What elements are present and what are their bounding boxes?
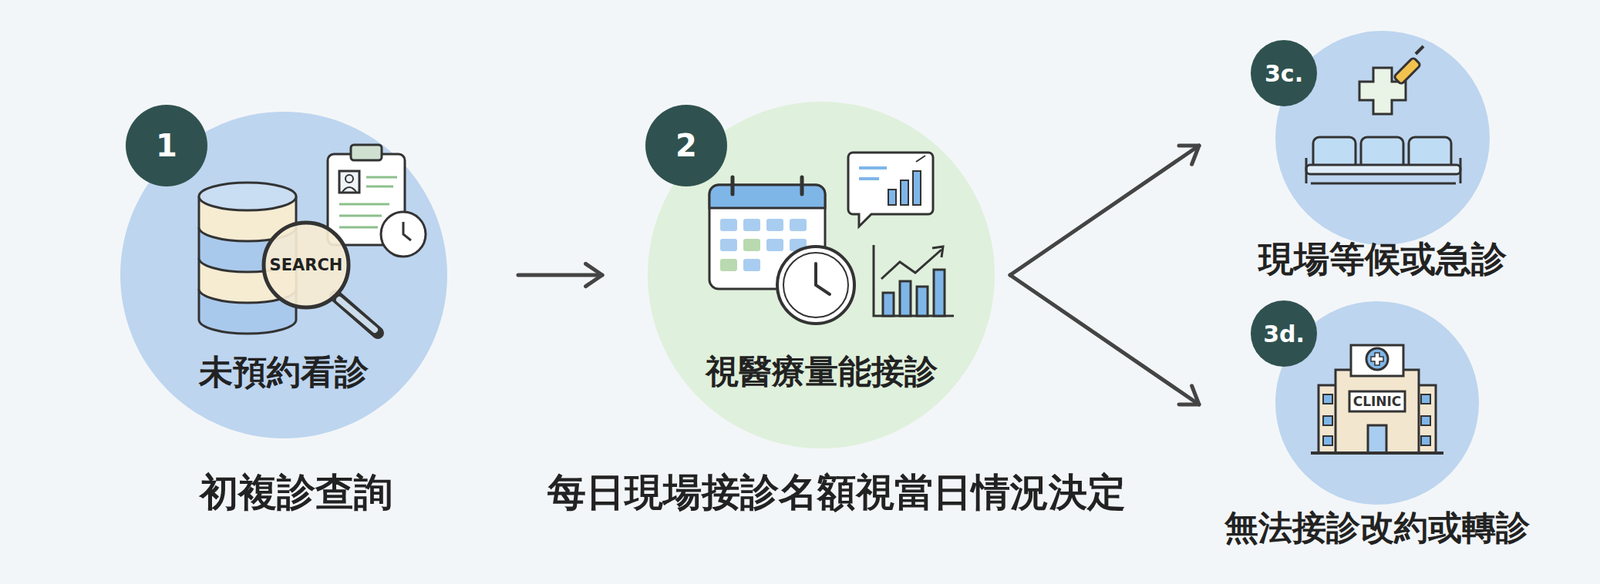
stage-caption: 初複診查詢 xyxy=(199,467,393,519)
callout-number: 2 xyxy=(675,128,698,164)
clinic-building-icon xyxy=(1310,345,1444,454)
flow-arrow xyxy=(1010,145,1200,276)
badge-circle xyxy=(1250,40,1318,107)
callout-number: 1 xyxy=(155,128,178,164)
medical-cross-icon xyxy=(1359,46,1424,115)
clock-icon xyxy=(777,246,855,324)
callout-number: 3c. xyxy=(1264,60,1304,88)
stage-caption: 每日現場接診名額視當日情況決定 xyxy=(547,467,1126,519)
bar-chart-icon xyxy=(873,245,954,317)
badge-circle xyxy=(645,104,728,187)
icon-text: CLINIC xyxy=(1353,394,1402,410)
node-text: 未預約看診 xyxy=(198,350,369,396)
magnifier-icon xyxy=(263,222,378,334)
node-text: 視醫療量能接診 xyxy=(705,350,938,395)
icon-text: SEARCH xyxy=(269,256,344,275)
waiting-chairs-icon xyxy=(1306,137,1461,184)
chart-bubble-icon xyxy=(848,152,934,227)
badge-circle xyxy=(125,104,208,187)
node-text: 無法接診改約或轉診 xyxy=(1224,505,1530,552)
flow-arrow xyxy=(518,263,603,287)
callout-number: 3d. xyxy=(1263,320,1305,348)
flow-arrow xyxy=(1010,275,1200,405)
node-text: 現場等候或急診 xyxy=(1258,235,1507,284)
badge-circle xyxy=(1250,300,1318,368)
